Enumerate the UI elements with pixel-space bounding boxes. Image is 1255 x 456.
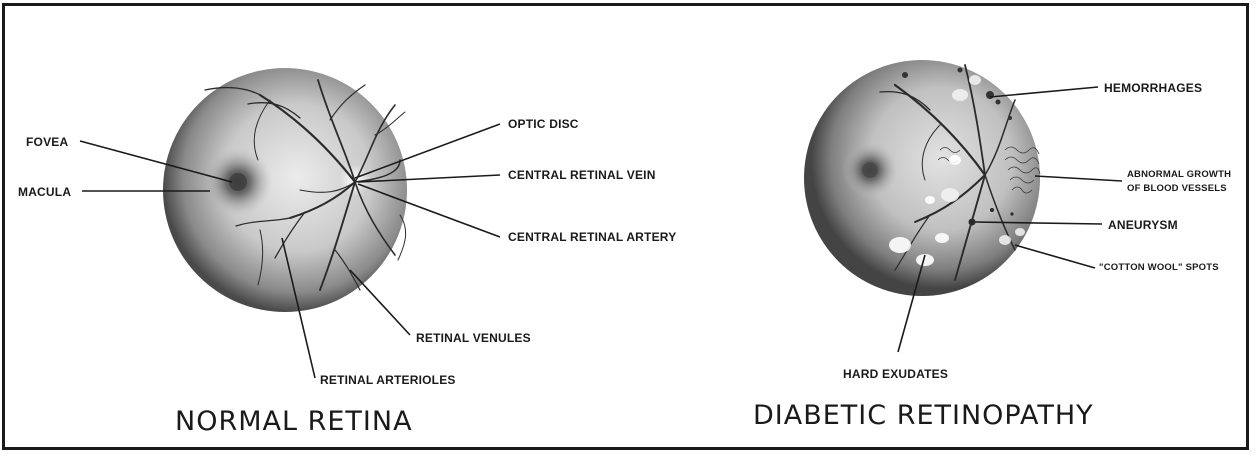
label-macula: MACULA [18,185,71,199]
label-hemorrhages: HEMORRHAGES [1104,81,1202,95]
retinal-venules-leader [350,270,410,335]
label-central-retinal-vein: CENTRAL RETINAL VEIN [508,168,656,182]
normal-retina [163,68,407,312]
label-central-retinal-artery: CENTRAL RETINAL ARTERY [508,230,676,244]
diabetic-fovea-spot [862,162,878,178]
hemorrhages-leader [990,87,1098,97]
label-aneurysm: ANEURYSM [1108,218,1178,232]
label-retinal-venules: RETINAL VENULES [416,331,531,345]
label-optic-disc: OPTIC DISC [508,117,579,131]
label-abnormal-growth-line2: OF BLOOD VESSELS [1127,182,1227,195]
normal-retina-fundus [163,68,407,312]
label-abnormal-growth-line1: ABNORMAL GROWTH [1127,168,1231,181]
label-retinal-arterioles: RETINAL ARTERIOLES [320,373,456,387]
abnormal-growth-leader [1035,176,1122,181]
label-hard-exudates: HARD EXUDATES [843,367,948,381]
title-normal-retina: NORMAL RETINA [175,406,413,437]
label-fovea: FOVEA [26,135,68,149]
cotton-wool-leader [1015,245,1095,268]
label-cotton-wool-spots: "COTTON WOOL" SPOTS [1099,261,1219,274]
title-diabetic-retinopathy: DIABETIC RETINOPATHY [753,400,1094,431]
